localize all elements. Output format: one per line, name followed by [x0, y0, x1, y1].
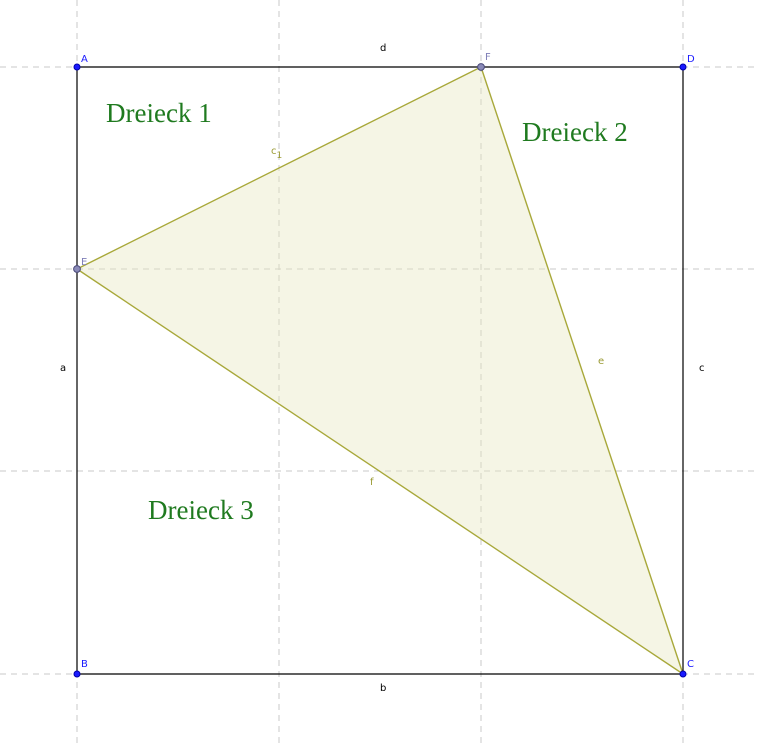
region-label-dreieck-2: Dreieck 2 — [522, 117, 628, 147]
point-F[interactable] — [477, 63, 485, 71]
point-C[interactable] — [679, 670, 687, 678]
point-D[interactable] — [679, 63, 687, 71]
square-abcd — [76, 66, 684, 675]
segment-label-c1: c1 — [271, 146, 282, 161]
region-label-dreieck-3: Dreieck 3 — [148, 495, 254, 525]
triangle-efc[interactable] — [76, 66, 684, 675]
region-label-dreieck-1: Dreieck 1 — [106, 98, 212, 128]
segment-labels: a b c d c1 e f — [60, 43, 705, 694]
triangle-fill[interactable] — [77, 67, 683, 674]
point-B[interactable] — [73, 670, 81, 678]
point-label-F: F — [485, 52, 491, 63]
segment-f[interactable] — [76, 268, 684, 675]
point-label-A: A — [81, 54, 88, 65]
segment-label-d: d — [380, 43, 386, 54]
segment-label-f: f — [370, 477, 374, 488]
point-label-B: B — [81, 659, 88, 670]
point-A[interactable] — [73, 63, 81, 71]
segment-c1[interactable] — [76, 66, 482, 270]
point-E[interactable] — [73, 265, 81, 273]
segment-label-b: b — [380, 683, 386, 694]
point-label-C: C — [687, 659, 694, 670]
region-labels: Dreieck 1 Dreieck 2 Dreieck 3 — [106, 98, 628, 525]
points[interactable]: A B C D E F — [73, 52, 695, 678]
segment-label-subscript: 1 — [277, 151, 283, 161]
segment-label-c: c — [699, 363, 705, 374]
segment-e[interactable] — [480, 66, 684, 675]
segment-label-e: e — [598, 356, 604, 367]
point-label-E: E — [81, 257, 87, 268]
point-label-D: D — [687, 54, 695, 65]
segment-label-a: a — [60, 363, 66, 374]
